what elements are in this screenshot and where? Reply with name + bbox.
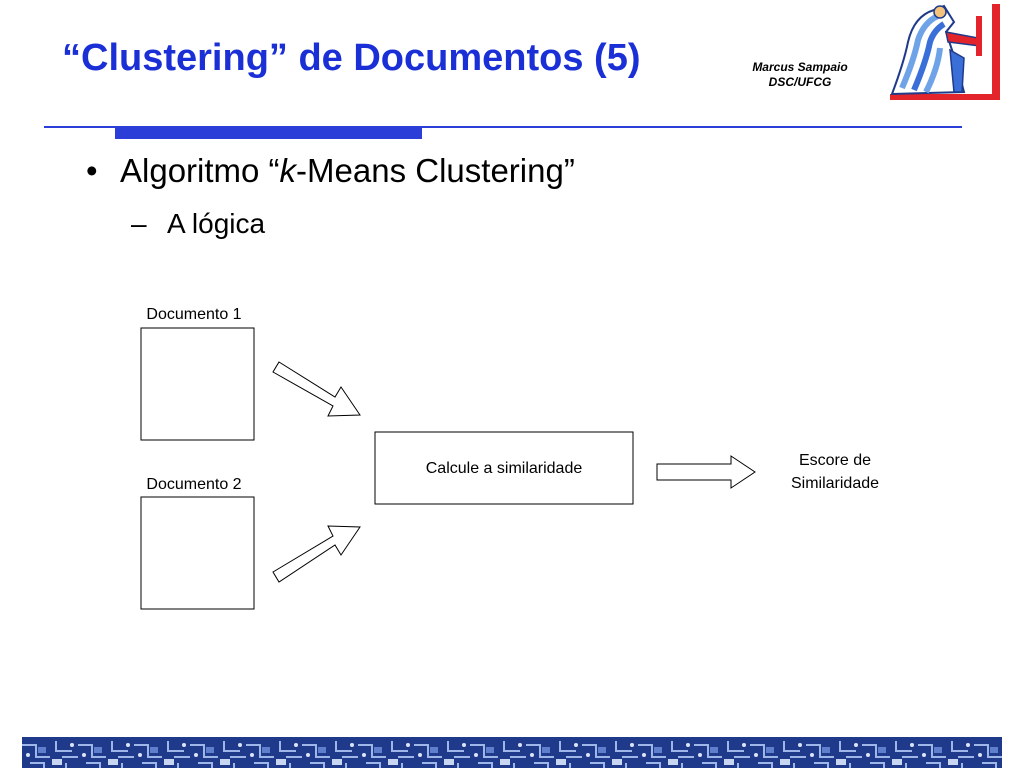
process-box [374,431,634,505]
author-name: Marcus Sampaio [752,60,848,74]
slide-title: “Clustering” de Documentos (5) [62,37,641,79]
sub-bullet-item: –A lógica [131,206,265,242]
bullet-text-suffix: -Means Clustering” [296,152,575,189]
bullet-item: • Algoritmo “k-Means Clustering” [86,150,575,192]
author-affiliation: DSC/UFCG [768,75,832,89]
process-label: Calcule a similaridade [426,460,583,477]
bullet-text-prefix: Algoritmo “ [120,152,280,189]
document-2-box [140,496,255,610]
bullet-text-italic: k [279,152,297,189]
bullet-marker: • [86,152,98,189]
title-divider-line [44,126,962,128]
document-1-label: Documento 1 [146,306,241,323]
sub-bullet-marker: – [131,208,147,239]
document-2-label: Documento 2 [146,476,241,493]
title-accent-bar [115,127,422,139]
output-label-line-2: Similaridade [791,475,879,492]
arrow-document-2-to-process [272,525,361,583]
output-label-line-1: Escore de [799,452,871,469]
author-credit: Marcus Sampaio DSC/UFCG [728,60,872,90]
arrow-process-to-output [656,455,756,489]
document-1-box [140,327,255,441]
footer-circuit-pattern [22,737,1002,768]
arrow-document-1-to-process [272,361,361,417]
sub-bullet-text: A lógica [167,208,266,239]
presenter-figure-icon [890,4,1000,100]
